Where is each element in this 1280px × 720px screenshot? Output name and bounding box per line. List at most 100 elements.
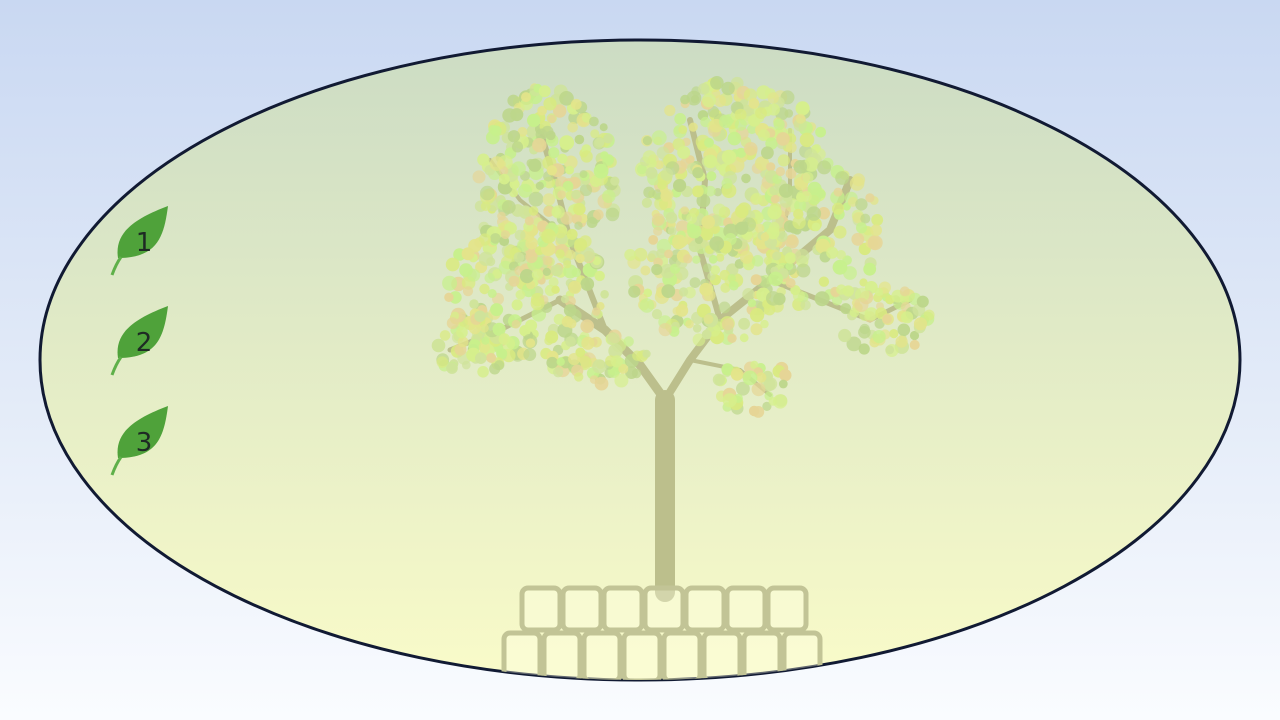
foliage-dot (642, 349, 651, 358)
foliage-dot (778, 183, 794, 198)
foliage-dot (767, 205, 782, 220)
stone-block (601, 585, 645, 633)
foliage-dot (565, 336, 576, 347)
foliage-dot (478, 251, 494, 266)
foliage-dot (456, 326, 468, 339)
foliage-dot (665, 212, 678, 224)
foliage-dot (580, 150, 593, 163)
foliage-dot (680, 94, 690, 105)
foliage-dot (792, 215, 806, 230)
foliage-dot (545, 330, 559, 344)
foliage-dot (579, 183, 593, 197)
foliage-dot (722, 393, 737, 408)
foliage-dot (637, 164, 647, 175)
foliage-dot (479, 283, 490, 295)
foliage-dot (799, 132, 815, 148)
foliage-dot (701, 215, 715, 229)
foliage-dot (863, 262, 877, 276)
foliage-dot (567, 122, 578, 133)
level-label: 2 (136, 328, 153, 358)
foliage-dot (553, 367, 564, 378)
foliage-dot (772, 251, 782, 261)
foliage-dot (546, 165, 558, 176)
foliage-dot (747, 298, 757, 308)
stone-block (642, 585, 686, 633)
foliage-dot (777, 154, 790, 167)
foliage-dot (852, 173, 866, 187)
foliage-dot (523, 348, 537, 361)
foliage-dot (562, 180, 574, 192)
foliage-dot (581, 336, 595, 350)
foliage-dot (763, 256, 772, 265)
foliage-dot (648, 235, 659, 245)
foliage-dot (833, 187, 843, 197)
foliage-dot (916, 295, 929, 308)
foliage-dot (573, 202, 586, 216)
foliage-dot (721, 81, 735, 96)
foliage-dot (514, 229, 526, 241)
level-button-2[interactable]: 2 (110, 306, 168, 376)
foliage-dot (794, 248, 810, 264)
stone-block (683, 585, 727, 633)
foliage-dot (496, 348, 508, 360)
foliage-dot (501, 200, 516, 214)
foliage-dot (673, 178, 687, 193)
level-button-3[interactable]: 3 (110, 406, 168, 476)
foliage-dot (742, 370, 758, 386)
foliage-dot (858, 343, 870, 355)
foliage-dot (814, 291, 830, 307)
foliage-dot (704, 137, 714, 148)
foliage-dot (511, 319, 521, 329)
foliage-dot (710, 265, 721, 275)
leaf-stem (110, 456, 123, 476)
foliage-dot (897, 323, 911, 337)
tree (431, 76, 935, 602)
foliage-dot (490, 303, 504, 317)
foliage-dot (795, 113, 806, 124)
foliage-dot (492, 269, 502, 279)
foliage-dot (901, 311, 914, 324)
stone-block (519, 585, 563, 633)
foliage-dot (800, 299, 811, 311)
foliage-dot (826, 246, 839, 259)
level-label: 1 (136, 228, 153, 258)
foliage-dot (923, 309, 935, 321)
stone-block (765, 585, 809, 633)
foliage-dot (859, 309, 871, 321)
foliage-dot (672, 234, 687, 249)
foliage-dot (793, 208, 804, 220)
foliage-dot (818, 276, 830, 287)
foliage-dot (785, 262, 794, 271)
foliage-dot (537, 105, 547, 116)
foliage-dot (913, 317, 928, 331)
foliage-dot (570, 98, 582, 110)
foliage-dot (664, 104, 676, 117)
foliage-dot (859, 278, 868, 287)
foliage-dot (734, 118, 747, 131)
foliage-dot (885, 345, 895, 355)
level-button-1[interactable]: 1 (110, 206, 168, 276)
foliage-dot (832, 259, 848, 275)
foliage-dot (854, 297, 869, 312)
foliage-dot (687, 224, 702, 239)
foliage-dot (721, 318, 734, 331)
foliage-dot (651, 309, 663, 320)
foliage-dot (856, 222, 867, 234)
foliage-dot (667, 226, 677, 236)
foliage-dot (796, 263, 811, 278)
foliage-dot (785, 168, 797, 180)
foliage-dot (698, 83, 710, 95)
foliage-dot (653, 226, 663, 236)
foliage-dot (806, 206, 822, 221)
foliage-dot (446, 362, 458, 374)
foliage-dot (735, 204, 749, 219)
foliage-dot (610, 355, 623, 368)
foliage-dot (486, 352, 497, 363)
foliage-dot (909, 330, 920, 341)
foliage-dot (755, 107, 767, 119)
foliage-dot (469, 299, 479, 309)
foliage-dot (548, 147, 560, 159)
stone-base (501, 585, 823, 680)
foliage-dot (775, 166, 786, 177)
foliage-dot (773, 394, 788, 409)
